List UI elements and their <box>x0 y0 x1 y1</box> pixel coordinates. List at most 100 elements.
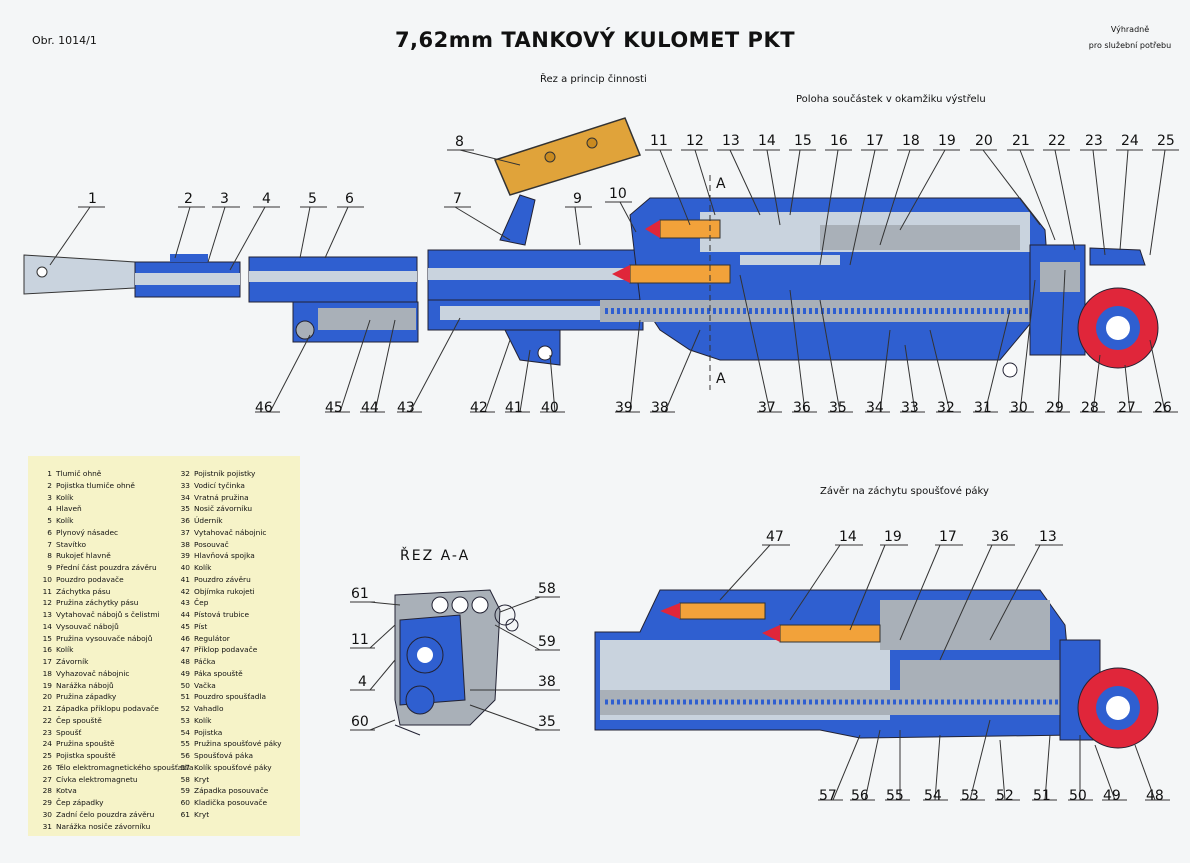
legend-item-number: 9 <box>47 563 52 572</box>
bottom-lower-numbers: 57 56 55 54 53 52 51 50 49 48 <box>819 788 1164 804</box>
legend-item-number: 25 <box>42 751 52 760</box>
legend-item-label: Tlumič ohně <box>56 469 102 478</box>
callout-19-bottom: 19 <box>884 529 902 545</box>
callout-5: 5 <box>308 191 317 207</box>
callout-56: 56 <box>851 788 869 804</box>
callout-26: 26 <box>1154 400 1172 416</box>
legend-item-label: Pružina záchytky pásu <box>56 598 139 608</box>
legend-item-number: 60 <box>180 798 190 807</box>
legend-item-label: Kolík <box>56 492 74 502</box>
legend-item-label: Spoušťová páka <box>194 751 254 760</box>
legend-item-label: Páka spouště <box>194 668 243 678</box>
subtitle-bolt-caught: Závěr na záchytu spoušťové páky <box>820 486 989 497</box>
callout-29: 29 <box>1046 400 1064 416</box>
callout-7: 7 <box>453 191 462 207</box>
callout-48: 48 <box>1146 788 1164 804</box>
legend-item-number: 22 <box>42 715 52 725</box>
legend-item: 5 Kolík <box>32 515 194 527</box>
legend-item-label: Kolík <box>56 516 74 525</box>
legend-item-number: 23 <box>42 727 52 737</box>
legend-item-label: Západka příklopu podavače <box>56 704 159 713</box>
legend-item-number: 32 <box>180 469 190 478</box>
legend-item-number: 21 <box>42 704 52 713</box>
legend-item-label: Kolík <box>194 715 212 725</box>
callout-41: 41 <box>505 400 523 416</box>
legend-item-number: 29 <box>42 798 52 807</box>
legend-item-label: Příklop podavače <box>194 645 258 655</box>
legend-item-number: 55 <box>180 739 190 749</box>
section-mark-top: A <box>716 176 726 192</box>
legend-item-number: 4 <box>47 504 52 514</box>
legend-item-label: Plynový násadec <box>56 527 119 537</box>
callout-9: 9 <box>573 191 582 207</box>
callout-4-section: 4 <box>358 674 367 690</box>
legend-item-number: 10 <box>42 574 52 584</box>
legend-item-number: 34 <box>180 492 190 502</box>
legend-item-number: 5 <box>47 516 52 525</box>
legend-item-number: 18 <box>42 668 52 678</box>
barrel-handle <box>493 117 642 196</box>
subtitle-firing-position: Poloha součástek v okamžiku výstřelu <box>796 94 986 105</box>
callout-24: 24 <box>1121 133 1139 149</box>
callout-39: 39 <box>615 400 633 416</box>
legend-item-number: 56 <box>180 751 190 760</box>
callout-59: 59 <box>538 634 556 650</box>
legend-item-number: 40 <box>180 563 190 572</box>
legend-item-label: Kryt <box>194 774 210 784</box>
legend-item-number: 19 <box>42 680 52 690</box>
restriction-line-1: Výhradně <box>1110 25 1150 34</box>
legend-item-number: 39 <box>180 551 190 561</box>
legend-item-number: 15 <box>42 633 52 643</box>
page-title: 7,62mm TANKOVÝ KULOMET PKT <box>394 28 796 52</box>
legend-item-label: Záchytka pásu <box>56 586 111 596</box>
legend-item-number: 14 <box>42 621 52 631</box>
legend-item-number: 37 <box>180 527 190 537</box>
legend-item-number: 38 <box>180 539 190 549</box>
legend-item-label: Hlavňová spojka <box>194 551 255 561</box>
legend-item-label: Vahadlo <box>194 704 224 713</box>
callout-27: 27 <box>1118 400 1136 416</box>
callout-44: 44 <box>361 400 379 416</box>
legend-item-number: 49 <box>180 668 190 678</box>
legend-item-number: 57 <box>180 762 190 772</box>
callout-43: 43 <box>397 400 415 416</box>
callout-46: 46 <box>255 400 273 416</box>
callout-14-bottom: 14 <box>839 529 857 545</box>
legend-item-number: 12 <box>42 598 52 608</box>
legend-item-label: Čep spouště <box>56 715 102 725</box>
legend-item-number: 41 <box>180 574 190 584</box>
callout-11-section: 11 <box>351 632 369 648</box>
legend-item-label: Pružina spoušťové páky <box>194 739 282 749</box>
callout-35-section: 35 <box>538 714 556 730</box>
legend-item-number: 43 <box>180 598 190 608</box>
callout-20: 20 <box>975 133 993 149</box>
legend-item: 55 Pružina spoušťové páky <box>170 738 282 750</box>
callout-16: 16 <box>830 133 848 149</box>
legend-item-label: Regulátor <box>194 633 230 643</box>
legend-item-number: 1 <box>47 469 52 478</box>
legend-item-label: Pojistka spouště <box>56 751 116 760</box>
legend-item-label: Kotva <box>56 786 77 796</box>
callout-47: 47 <box>766 529 784 545</box>
callout-38: 38 <box>651 400 669 416</box>
legend-item-label: Západka posouvače <box>194 786 269 796</box>
callout-6: 6 <box>345 191 354 207</box>
